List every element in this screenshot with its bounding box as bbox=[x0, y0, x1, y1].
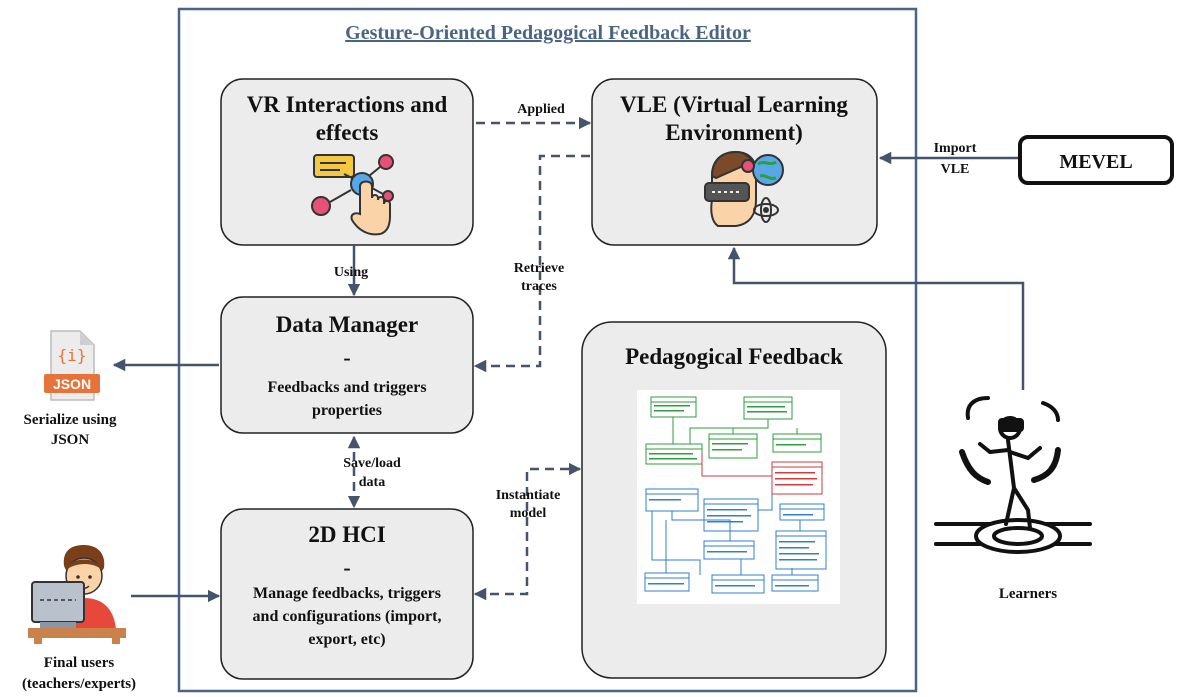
hci-desc-line2: and configurations (import, bbox=[253, 608, 442, 625]
saveload-label-line1: Save/load bbox=[343, 456, 401, 471]
json-badge: JSON bbox=[53, 376, 91, 392]
learners-arrow bbox=[727, 246, 1025, 390]
pedagogical-feedback-box: Pedagogical Feedback bbox=[581, 321, 887, 679]
hci-desc-line1: Manage feedbacks, triggers bbox=[253, 585, 441, 602]
import-label-line1: Import bbox=[934, 141, 977, 156]
editor-title: Gesture-Oriented Pedagogical Feedback Ed… bbox=[345, 22, 751, 44]
vle-box: VLE (Virtual Learning Environment) bbox=[591, 78, 878, 246]
teacher-computer-icon bbox=[28, 545, 126, 644]
data-manager-box: Data Manager - Feedbacks and triggers pr… bbox=[220, 296, 474, 434]
retrieve-label-line2: traces bbox=[521, 279, 557, 294]
serialize-label-line1: Serialize using bbox=[24, 412, 117, 428]
hci-separator: - bbox=[343, 555, 350, 580]
mevel-label: MEVEL bbox=[1059, 151, 1132, 173]
vr-interaction-icon bbox=[311, 154, 394, 236]
hci-box: 2D HCI - Manage feedbacks, triggers and … bbox=[220, 508, 474, 680]
instantiate-label-line2: model bbox=[510, 506, 547, 521]
saveload-label-line2: data bbox=[359, 475, 385, 490]
json-file-icon: {i} JSON bbox=[44, 330, 100, 401]
learners-label: Learners bbox=[999, 586, 1057, 602]
vle-title-line2: Environment) bbox=[665, 120, 803, 145]
instantiate-model-arrow bbox=[473, 462, 582, 601]
using-label: Using bbox=[334, 265, 368, 280]
hci-desc-line3: export, etc) bbox=[308, 631, 385, 648]
import-label-line2: VLE bbox=[941, 162, 970, 177]
applied-label: Applied bbox=[517, 102, 565, 117]
vr-title-line1: VR Interactions and bbox=[247, 92, 448, 117]
instantiate-label-line1: Instantiate bbox=[496, 488, 561, 503]
serialize-label-line2: JSON bbox=[51, 432, 90, 448]
hci-title: 2D HCI bbox=[308, 522, 385, 547]
final-users-label-line2: (teachers/experts) bbox=[22, 676, 136, 692]
json-glyph: {i} bbox=[58, 346, 87, 365]
data-manager-desc-line2: properties bbox=[312, 402, 382, 419]
retrieve-traces-arrow bbox=[473, 154, 590, 373]
retrieve-label-line1: Retrieve bbox=[514, 261, 565, 276]
uml-class-diagram bbox=[637, 390, 840, 604]
vr-title-line2: effects bbox=[316, 120, 379, 145]
editor-frame bbox=[177, 7, 918, 693]
data-manager-desc-line1: Feedbacks and triggers bbox=[267, 379, 426, 396]
vr-headset-icon bbox=[704, 150, 784, 227]
mevel-box: MEVEL bbox=[1018, 135, 1174, 185]
learner-vr-icon bbox=[934, 396, 1092, 554]
pedagogical-feedback-title: Pedagogical Feedback bbox=[625, 344, 843, 369]
vle-title-line1: VLE (Virtual Learning bbox=[620, 92, 848, 117]
final-users-label-line1: Final users bbox=[44, 655, 115, 671]
vr-interactions-box: VR Interactions and effects bbox=[220, 78, 474, 246]
data-manager-title: Data Manager bbox=[276, 312, 418, 337]
data-manager-separator: - bbox=[343, 345, 350, 370]
